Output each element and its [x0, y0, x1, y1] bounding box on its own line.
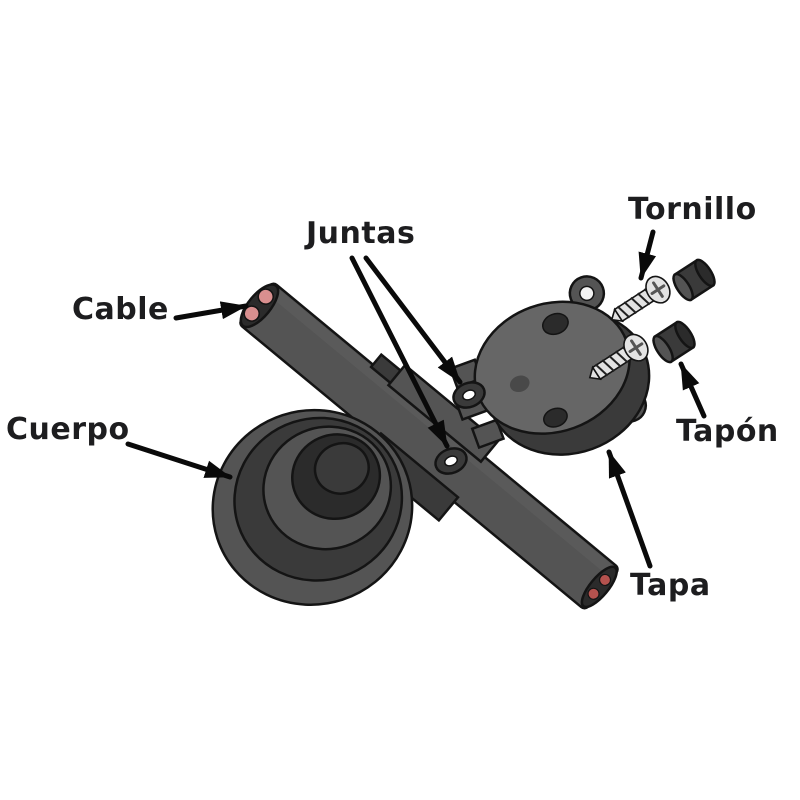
cap-upper [672, 258, 716, 302]
arrow-juntas-1 [363, 255, 463, 385]
arrow-tapa [606, 449, 653, 569]
arrow-juntas-2 [349, 255, 450, 449]
phillips-icon [628, 339, 644, 356]
label-cuerpo: Cuerpo [6, 412, 130, 447]
cover-tab [470, 418, 506, 450]
label-tapon: Tapón [676, 414, 779, 449]
label-juntas: Juntas [306, 216, 416, 251]
washer-lower [434, 447, 468, 475]
label-cable: Cable [72, 292, 169, 327]
cover-part [448, 275, 651, 456]
phillips-icon [650, 281, 666, 298]
cover-hole-bottom [543, 407, 568, 428]
washer-upper [452, 381, 486, 409]
arrow-tornillo [638, 229, 657, 281]
label-tornillo: Tornillo [628, 192, 757, 227]
cable-end-lower [580, 565, 618, 609]
cover-hole-top [541, 312, 569, 336]
callout-arrows [125, 229, 707, 569]
body-part [211, 408, 414, 606]
arrow-cable [173, 301, 249, 321]
cap-lower [652, 320, 696, 364]
arrow-cuerpo [125, 441, 233, 480]
arrow-tapon [678, 361, 707, 419]
label-tapa: Tapa [630, 568, 711, 603]
screw-lower [588, 333, 649, 381]
screw-upper [610, 275, 671, 323]
